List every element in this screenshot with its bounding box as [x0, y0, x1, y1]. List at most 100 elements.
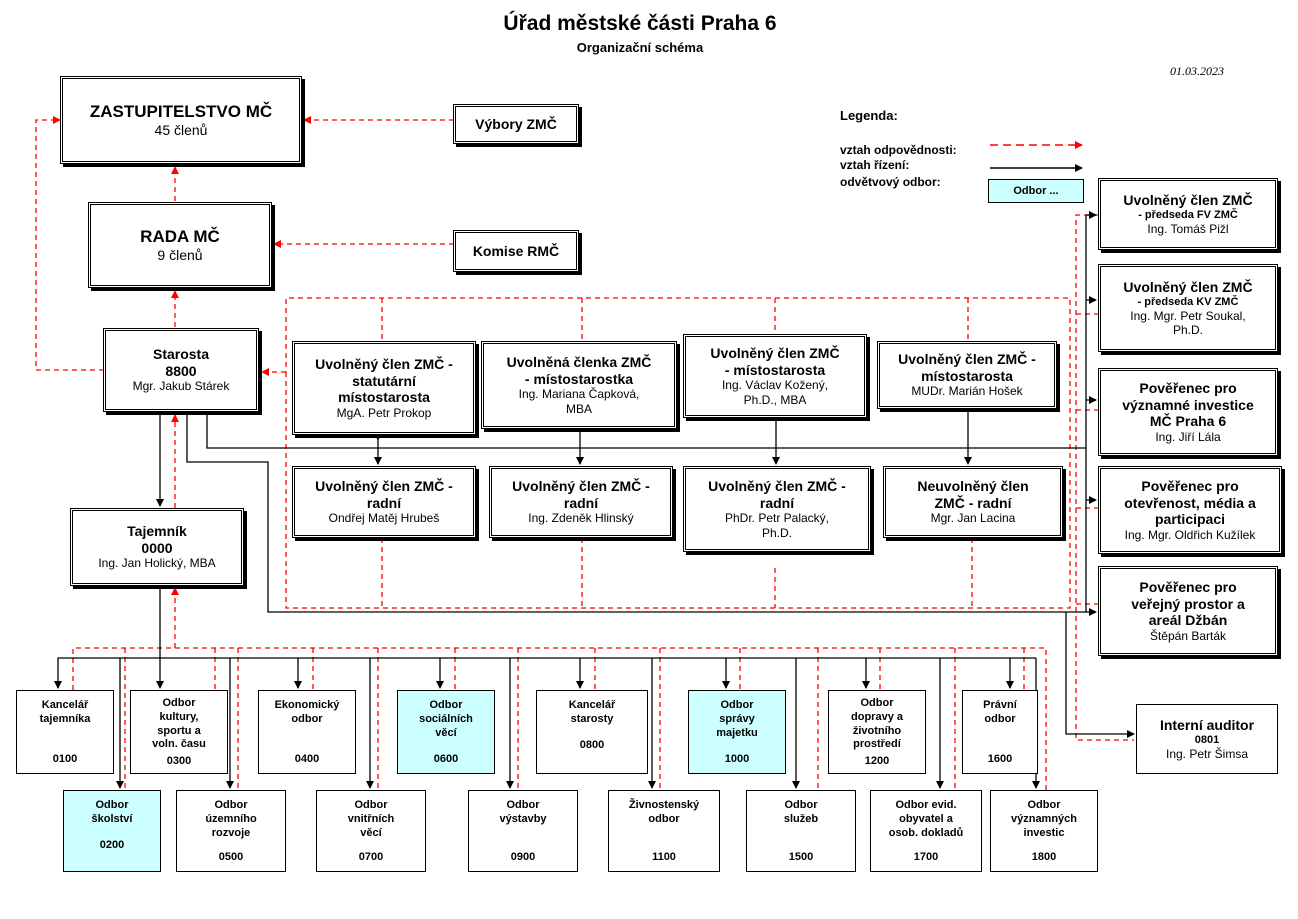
tajemnik-box[interactable]: Tajemník 0000 Ing. Jan Holický, MBA — [70, 508, 244, 586]
dept-label: územního — [205, 812, 257, 825]
dept-label: Odbor — [429, 699, 463, 711]
councillor-4-box[interactable]: Neuvolněný člen ZMČ - radní Mgr. Jan Lac… — [883, 466, 1063, 538]
dept-label: Kancelář — [41, 699, 89, 711]
fv-chair-box[interactable]: Uvolněný člen ZMČ - předseda FV ZMČ Ing.… — [1098, 178, 1278, 250]
dept-0300[interactable]: Odbor kultury, sportu a voln. času 0300 — [130, 690, 228, 774]
right-title: MČ Praha 6 — [1149, 413, 1227, 430]
dept-label: školství — [91, 812, 133, 825]
dept-1100[interactable]: Živnostenský odbor 1100 — [608, 790, 720, 872]
deputy-person: Ing. Mariana Čapková, — [518, 387, 640, 402]
zastupitelstvo-name: ZASTUPITELSTVO MČ — [89, 101, 273, 121]
dept-label: Odbor evid. — [895, 799, 957, 811]
dept-code: 0400 — [294, 753, 320, 766]
dept-label: významných — [1010, 812, 1078, 825]
deputy-2-box[interactable]: Uvolněná členka ZMČ - místostarostka Ing… — [481, 341, 677, 429]
dept-label: vnitřních — [347, 812, 395, 825]
dept-label: prostředí — [853, 738, 901, 751]
legend-responsibility: vztah odpovědnosti: — [840, 143, 957, 157]
dept-code: 1600 — [987, 753, 1013, 766]
starosta-code: 8800 — [165, 362, 197, 379]
deputy-person: Ing. Václav Kožený, — [721, 378, 829, 393]
deputy-person: MgA. Petr Prokop — [336, 405, 432, 420]
dept-label: obyvatel a — [899, 812, 953, 825]
schema-date: 01.03.2023 — [1170, 64, 1224, 78]
dept-1500[interactable]: Odbor služeb 1500 — [746, 790, 856, 872]
councillor-title: ZMČ - radní — [934, 494, 1012, 511]
legend-department: odvětvový odbor: — [840, 175, 941, 189]
dept-label: investic — [1023, 826, 1065, 839]
rada-box[interactable]: RADA MČ 9 členů — [88, 202, 272, 288]
dept-0900[interactable]: Odbor výstavby 0900 — [468, 790, 578, 872]
dept-label: Odbor — [1027, 799, 1061, 811]
tajemnik-code: 0000 — [141, 539, 173, 556]
dept-0600[interactable]: Odbor sociálních věcí 0600 — [397, 690, 495, 774]
zastupitelstvo-box[interactable]: ZASTUPITELSTVO MČ 45 členů — [60, 76, 302, 164]
dept-label: dopravy a — [851, 710, 903, 723]
dept-0800[interactable]: Kancelář starosty 0800 — [536, 690, 648, 774]
councillor-title: Uvolněný člen ZMČ - — [315, 478, 453, 495]
councillor-3-box[interactable]: Uvolněný člen ZMČ - radní PhDr. Petr Pal… — [683, 466, 871, 552]
right-person: Ing. Tomáš Pižl — [1147, 221, 1229, 236]
dept-code: 1200 — [864, 755, 890, 768]
dept-0500[interactable]: Odbor územního rozvoje 0500 — [176, 790, 286, 872]
dept-code: 0100 — [52, 753, 78, 766]
kv-chair-box[interactable]: Uvolněný člen ZMČ - předseda KV ZMČ Ing.… — [1098, 264, 1278, 352]
councillor-2-box[interactable]: Uvolněný člen ZMČ - radní Ing. Zdeněk Hl… — [489, 466, 673, 538]
councillor-title: radní — [759, 494, 795, 511]
dept-0400[interactable]: Ekonomický odbor 0400 — [258, 690, 356, 774]
right-person: Ing. Jiří Lála — [1155, 429, 1221, 444]
legend-management: vztah řízení: — [840, 158, 910, 172]
dept-label: životního — [852, 724, 902, 737]
deputy-person: MBA — [565, 401, 592, 416]
rada-members: 9 členů — [157, 246, 203, 263]
rada-name: RADA MČ — [140, 226, 220, 246]
dept-label: kultury, — [159, 710, 199, 723]
dept-1200[interactable]: Odbor dopravy a životního prostředí 1200 — [828, 690, 926, 774]
dept-1000[interactable]: Odbor správy majetku 1000 — [688, 690, 786, 774]
deputy-title: - místostarosta — [724, 361, 826, 378]
dept-label: odbor — [291, 712, 323, 725]
dept-code: 1800 — [1031, 851, 1057, 864]
dept-1600[interactable]: Právní odbor 1600 — [962, 690, 1038, 774]
dept-0700[interactable]: Odbor vnitřních věcí 0700 — [316, 790, 426, 872]
auditor-person: Ing. Petr Šimsa — [1165, 746, 1249, 761]
internal-auditor-box[interactable]: Interní auditor 0801 Ing. Petr Šimsa — [1136, 704, 1278, 774]
deputy-3-box[interactable]: Uvolněný člen ZMČ - místostarosta Ing. V… — [683, 334, 867, 418]
dept-code: 0200 — [99, 839, 125, 852]
vybory-box[interactable]: Výbory ZMČ — [453, 104, 579, 144]
councillor-person: Ondřej Matěj Hrubeš — [328, 511, 440, 526]
dept-label: sportu a — [157, 724, 201, 737]
right-title: Uvolněný člen ZMČ — [1123, 279, 1253, 296]
openness-commissioner-box[interactable]: Pověřenec pro otevřenost, média a partic… — [1098, 466, 1282, 554]
right-title: veřejný prostor a — [1131, 595, 1245, 612]
dept-0100[interactable]: Kancelář tajemníka 0100 — [16, 690, 114, 774]
dept-label: sociálních — [419, 712, 473, 725]
deputy-title: Uvolněný člen ZMČ - — [315, 356, 453, 373]
dept-label: odbor — [984, 712, 1016, 725]
dept-1700[interactable]: Odbor evid. obyvatel a osob. dokladů 170… — [870, 790, 982, 872]
right-person: Štěpán Barták — [1149, 628, 1227, 643]
komise-box[interactable]: Komise RMČ — [453, 230, 579, 272]
right-title: Uvolněný člen ZMČ — [1123, 192, 1253, 209]
councillor-person: Mgr. Jan Lacina — [930, 511, 1016, 526]
public-space-commissioner-box[interactable]: Pověřenec pro veřejný prostor a areál Dž… — [1098, 566, 1278, 656]
deputy-person: MUDr. Marián Hošek — [911, 384, 1023, 399]
councillor-person: Ing. Zdeněk Hlinský — [528, 511, 634, 526]
starosta-box[interactable]: Starosta 8800 Mgr. Jakub Stárek — [103, 328, 259, 412]
investment-commissioner-box[interactable]: Pověřenec pro významné investice MČ Prah… — [1098, 368, 1278, 456]
deputy-4-box[interactable]: Uvolněný člen ZMČ - místostarosta MUDr. … — [877, 341, 1057, 409]
deputy-person: Ph.D., MBA — [743, 392, 807, 407]
deputy-title: - místostarostka — [524, 370, 634, 387]
vybory-label: Výbory ZMČ — [475, 115, 557, 132]
councillor-person: Ph.D. — [761, 525, 792, 540]
deputy-statutory-box[interactable]: Uvolněný člen ZMČ - statutární místostar… — [292, 341, 476, 435]
right-title: významné investice — [1122, 396, 1254, 413]
councillor-1-box[interactable]: Uvolněný člen ZMČ - radní Ondřej Matěj H… — [292, 466, 476, 538]
zastupitelstvo-members: 45 členů — [154, 121, 208, 138]
dept-0200[interactable]: Odbor školství 0200 — [63, 790, 161, 872]
dept-label: Odbor — [720, 699, 754, 711]
dept-1800[interactable]: Odbor významných investic 1800 — [990, 790, 1098, 872]
councillor-title: radní — [366, 494, 402, 511]
dept-code: 0500 — [218, 851, 244, 864]
